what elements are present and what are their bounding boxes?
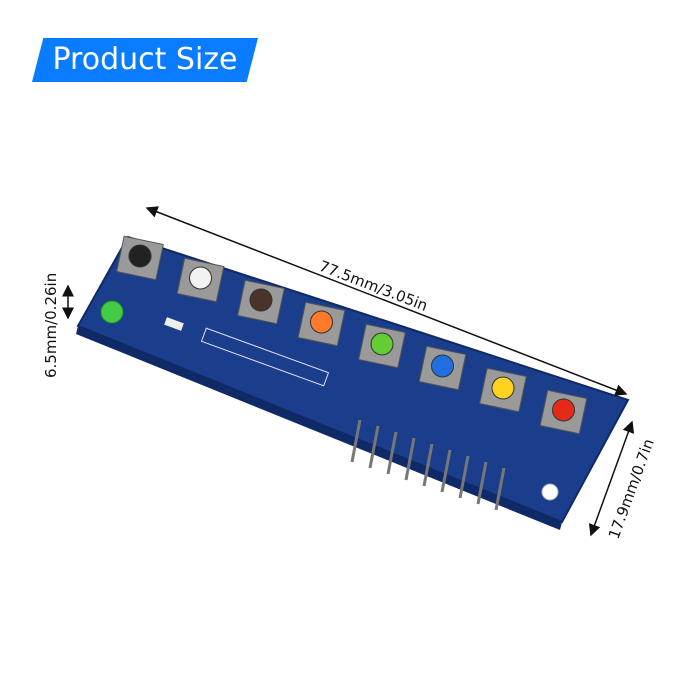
length-dimension-line [145,206,628,396]
tactile-button[interactable] [418,345,467,391]
tactile-button[interactable] [237,279,285,325]
power-led [100,300,124,324]
tactile-button[interactable] [479,367,527,413]
header-pin [368,425,380,469]
tactile-button[interactable] [358,323,406,369]
header-pin [404,437,416,481]
mounting-hole [541,483,559,501]
header-pin [494,467,506,511]
banner-background [32,38,258,82]
button-cap [189,266,212,290]
width-dimension-label: 17.9mm/0.7in [605,436,658,541]
button-cap [552,398,575,422]
tactile-button[interactable] [297,301,346,347]
button-cap [370,332,394,356]
pin-header [350,419,506,511]
header-pin [422,443,434,487]
button-cap [128,244,152,268]
product-size-banner: Product Size [32,38,258,82]
header-pin [386,431,398,475]
header-pin [350,419,362,463]
banner-label: Product Size [52,42,238,77]
button-cap [249,288,273,312]
button-cap [310,310,333,334]
button-cap [491,376,515,400]
header-pin [440,449,452,493]
tactile-button[interactable] [116,235,164,281]
tactile-button[interactable] [176,257,225,303]
width-dimension-line [588,420,635,537]
header-pin [458,455,470,499]
height-dimension-label: 6.5mm/0.26in [42,273,60,378]
tactile-button[interactable] [539,389,588,435]
header-pin [476,461,488,505]
button-cap [431,354,454,378]
